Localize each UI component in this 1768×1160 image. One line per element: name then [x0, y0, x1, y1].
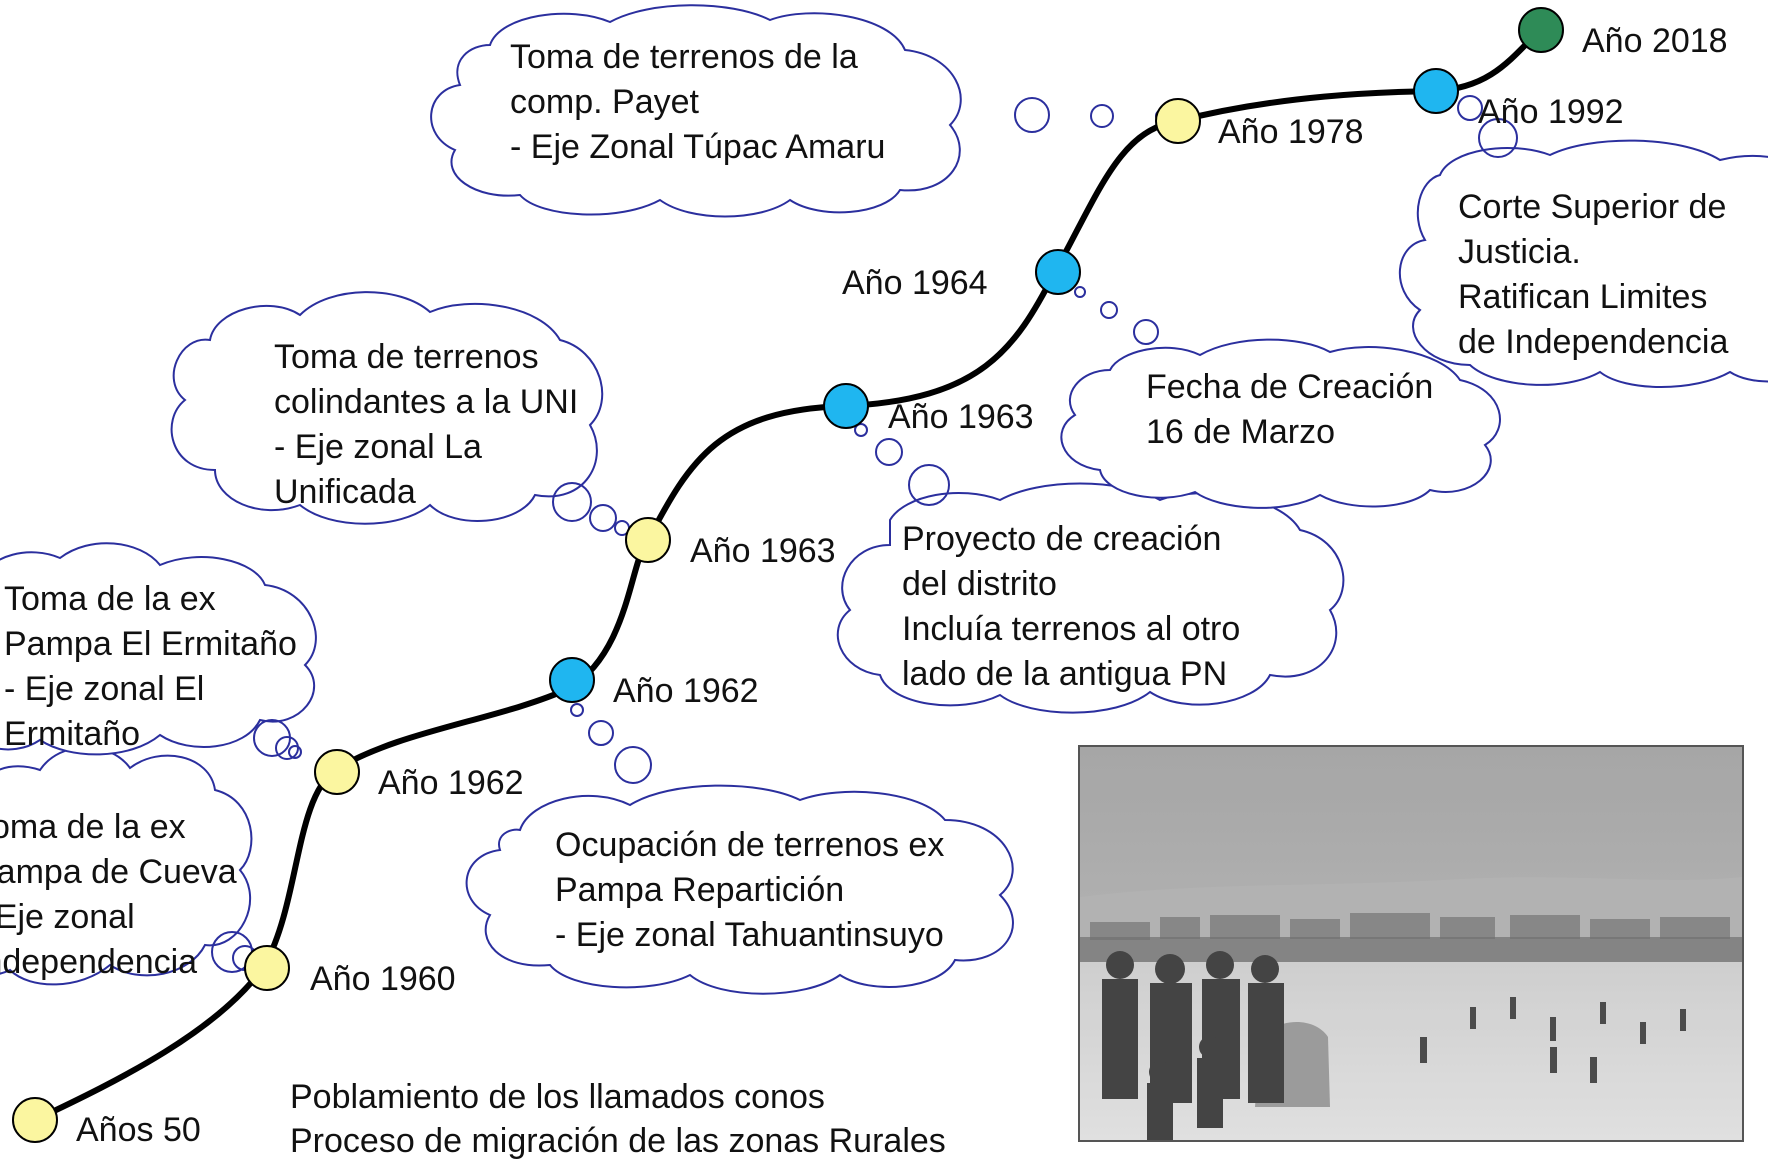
cloud-line: Toma de terrenos	[274, 338, 539, 376]
cloud-line: 16 de Marzo	[1146, 413, 1335, 451]
cloud-line: Ermitaño	[4, 715, 140, 753]
node-1978	[1155, 98, 1201, 144]
cloud-line: Proyecto de creación	[902, 520, 1221, 558]
cloud-line: Incluía terrenos al otro	[902, 610, 1240, 648]
cloud-line: Independencia	[0, 943, 197, 981]
cloud-line: - Eje zonal	[0, 898, 135, 936]
cloud-reparticion	[465, 784, 1014, 995]
cloud-line: Pampa de Cueva	[0, 853, 237, 891]
node-1992	[1413, 68, 1459, 114]
node-anos-50	[12, 1097, 58, 1143]
node-1964	[1035, 249, 1081, 295]
label-1992: Año 1992	[1478, 93, 1624, 131]
node-1963b	[823, 383, 869, 429]
cloud-line: Toma de la ex	[0, 808, 186, 846]
cloud-line: - Eje Zonal Túpac Amaru	[510, 128, 885, 166]
cloud-line: Justicia.	[1458, 233, 1581, 271]
photo-scene	[1080, 747, 1742, 1140]
node-2018	[1518, 7, 1564, 53]
cloud-text-reparticion: Ocupación de terrenos ex Pampa Repartici…	[555, 826, 944, 954]
cloud-text-ermitano: Toma de la ex Pampa El Ermitaño - Eje zo…	[4, 580, 297, 753]
cloud-line: Toma de la ex	[4, 580, 216, 618]
cloud-line: Ocupación de terrenos ex	[555, 826, 944, 864]
cloud-line: Pampa El Ermitaño	[4, 625, 297, 663]
label-1962a: Año 1962	[378, 764, 524, 802]
cloud-line: colindantes a la UNI	[274, 383, 578, 421]
cloud-line: Toma de terrenos de la	[510, 38, 858, 76]
caption-line-1: Poblamiento de los llamados conos	[290, 1078, 825, 1116]
cloud-ermitano	[0, 542, 317, 756]
cloud-line: - Eje zonal El	[4, 670, 204, 708]
cloud-line: Fecha de Creación	[1146, 368, 1433, 406]
cloud-payet	[430, 4, 962, 218]
label-2018: Año 2018	[1582, 22, 1728, 60]
node-1962b	[549, 657, 595, 703]
cloud-line: - Eje zonal La	[274, 428, 482, 466]
node-1960	[244, 945, 290, 991]
cloud-line: - Eje zonal Tahuantinsuyo	[555, 916, 944, 954]
label-1962b: Año 1962	[613, 672, 759, 710]
label-1978: Año 1978	[1218, 113, 1364, 151]
cloud-line: de Independencia	[1458, 323, 1728, 361]
cloud-proyecto	[836, 482, 1345, 714]
cloud-line: comp. Payet	[510, 83, 700, 121]
label-1963a: Año 1963	[690, 532, 836, 570]
cloud-line: Ratifican Limites	[1458, 278, 1707, 316]
cloud-uni	[170, 291, 604, 525]
node-1962a	[314, 749, 360, 795]
cloud-text-payet: Toma de terrenos de la comp. Payet - Eje…	[510, 38, 885, 166]
cloud-line: Pampa Repartición	[555, 871, 844, 909]
cloud-corte	[1398, 139, 1768, 388]
cloud-text-proyecto: Proyecto de creación del distrito Incluí…	[902, 520, 1240, 693]
label-1963b: Año 1963	[888, 398, 1034, 436]
label-anos-50: Años 50	[76, 1111, 201, 1149]
cloud-line: lado de la antigua PN	[902, 655, 1227, 693]
timeline-line	[32, 27, 1543, 1123]
cloud-text-cueva: Toma de la ex Pampa de Cueva - Eje zonal…	[0, 808, 237, 981]
cloud-text-creacion: Fecha de Creación 16 de Marzo	[1146, 368, 1433, 451]
cloud-line: del distrito	[902, 565, 1057, 603]
cloud-text-uni: Toma de terrenos colindantes a la UNI - …	[274, 338, 578, 511]
node-1963a	[625, 517, 671, 563]
label-1964: Año 1964	[842, 264, 988, 302]
caption-line-2: Proceso de migración de las zonas Rurale…	[290, 1122, 946, 1160]
label-1960: Año 1960	[310, 960, 456, 998]
historic-photo	[1078, 745, 1744, 1142]
cloud-text-corte: Corte Superior de Justicia. Ratifican Li…	[1458, 188, 1728, 361]
cloud-creacion	[1060, 338, 1501, 509]
cloud-line: Unificada	[274, 473, 416, 511]
cloud-line: Corte Superior de	[1458, 188, 1726, 226]
